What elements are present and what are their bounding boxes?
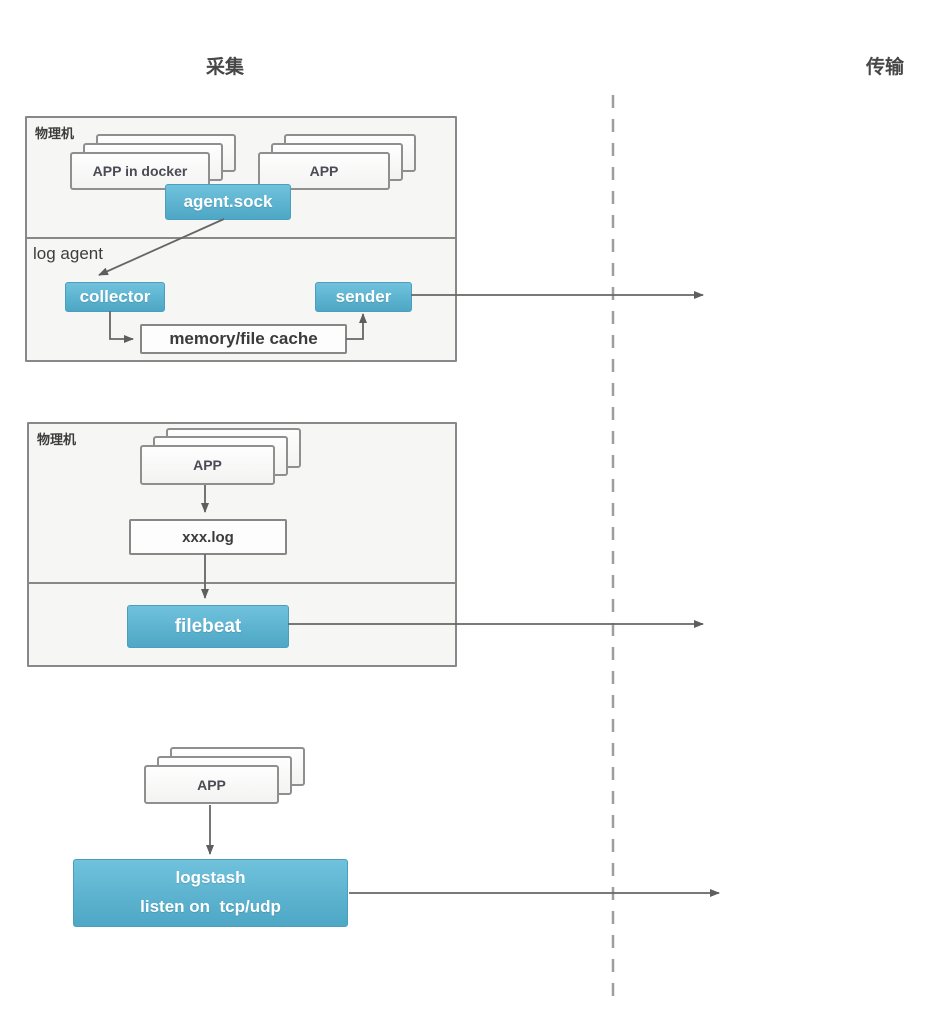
logstash-node: logstash listen on tcp/udp (73, 859, 348, 927)
filebeat-label: filebeat (174, 615, 242, 637)
app-card: APP (258, 152, 390, 190)
docker-host-box: 物理机 log agent APP in docker APP agent.so… (25, 116, 457, 362)
filebeat-node: filebeat (127, 605, 289, 648)
app-card: APP (144, 765, 279, 804)
column-title-collect: 采集 (205, 57, 244, 78)
xxx-log-node: xxx.log (129, 519, 287, 555)
filebeat-host-box: 物理机 APP xxx.log filebeat (27, 422, 457, 667)
memory-file-cache-label: memory/file cache (169, 329, 318, 348)
app-label: APP (193, 457, 222, 473)
app-card: APP (140, 445, 275, 485)
memory-file-cache-node: memory/file cache (140, 324, 347, 354)
agent-sock-node: agent.sock (165, 184, 291, 220)
logstash-label-line2: listen on tcp/udp (140, 897, 281, 916)
sender-node: sender (315, 282, 412, 312)
collector-node: collector (65, 282, 165, 312)
filebeat-host-label: 物理机 (37, 432, 77, 447)
app-in-docker-label: APP in docker (92, 163, 188, 179)
log-agent-zone-label: log agent (33, 244, 103, 263)
sender-label: sender (335, 287, 392, 306)
agent-sock-label: agent.sock (183, 192, 273, 211)
app-in-docker-card: APP in docker (70, 152, 210, 190)
app-label: APP (197, 776, 226, 793)
collector-label: collector (79, 287, 151, 306)
logstash-label-line1: logstash (175, 868, 246, 888)
docker-host-divider (27, 237, 455, 239)
docker-host-label: 物理机 (35, 126, 75, 141)
app-label: APP (309, 163, 339, 179)
filebeat-host-divider (29, 582, 455, 584)
column-title-transport: 传输 (865, 57, 904, 78)
xxx-log-label: xxx.log (182, 528, 234, 546)
